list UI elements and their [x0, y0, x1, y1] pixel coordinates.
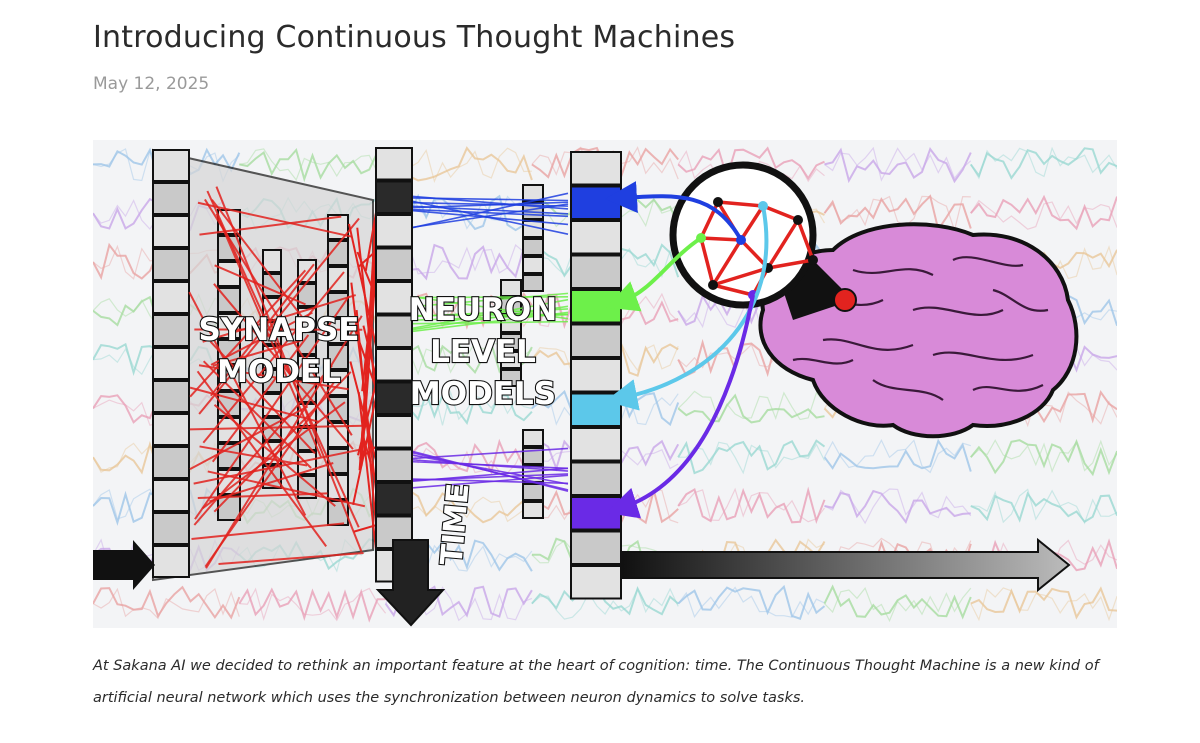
time-label: TIME: [435, 482, 477, 567]
synapse-label-line2: MODEL: [217, 354, 341, 390]
synapse-label-line1: SYNAPSE: [199, 312, 360, 348]
neuron-label-line1: NEURON: [409, 292, 557, 328]
post-activation-column: [376, 148, 412, 582]
publish-date: May 12, 2025: [93, 74, 209, 94]
neuron-label-line2: LEVEL: [430, 334, 536, 370]
page-title: Introducing Continuous Thought Machines: [93, 20, 735, 55]
synchronization-column: [571, 152, 621, 599]
figure-caption: At Sakana AI we decided to rethink an im…: [93, 650, 1123, 714]
ctm-illustration: SYNAPSE MODEL NEURON LEVEL MODELS TIME: [93, 140, 1117, 628]
neuron-label-line3: MODELS: [410, 376, 556, 412]
